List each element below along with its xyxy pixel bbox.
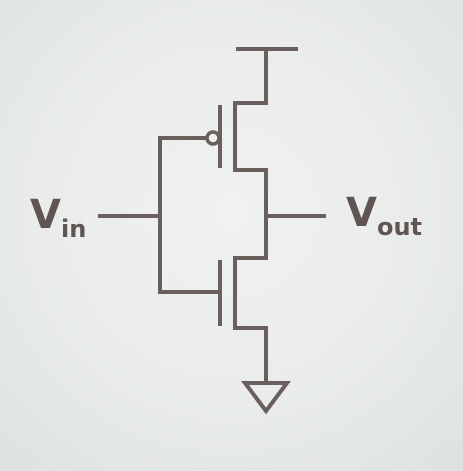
ground-symbol-icon bbox=[241, 326, 291, 415]
supply-rail-icon bbox=[236, 47, 298, 105]
input-node-wire bbox=[98, 136, 162, 294]
input-label-sub: in bbox=[61, 215, 86, 243]
input-label: Vin bbox=[30, 192, 86, 243]
output-label-sub: out bbox=[377, 213, 422, 241]
input-label-main: V bbox=[30, 192, 61, 238]
output-label-main: V bbox=[346, 190, 377, 236]
output-label: Vout bbox=[346, 190, 422, 241]
output-node-wire bbox=[264, 168, 326, 260]
pmos-transistor-icon bbox=[158, 101, 268, 172]
nmos-transistor-icon bbox=[158, 256, 268, 330]
pmos-bubble-icon bbox=[205, 130, 221, 146]
